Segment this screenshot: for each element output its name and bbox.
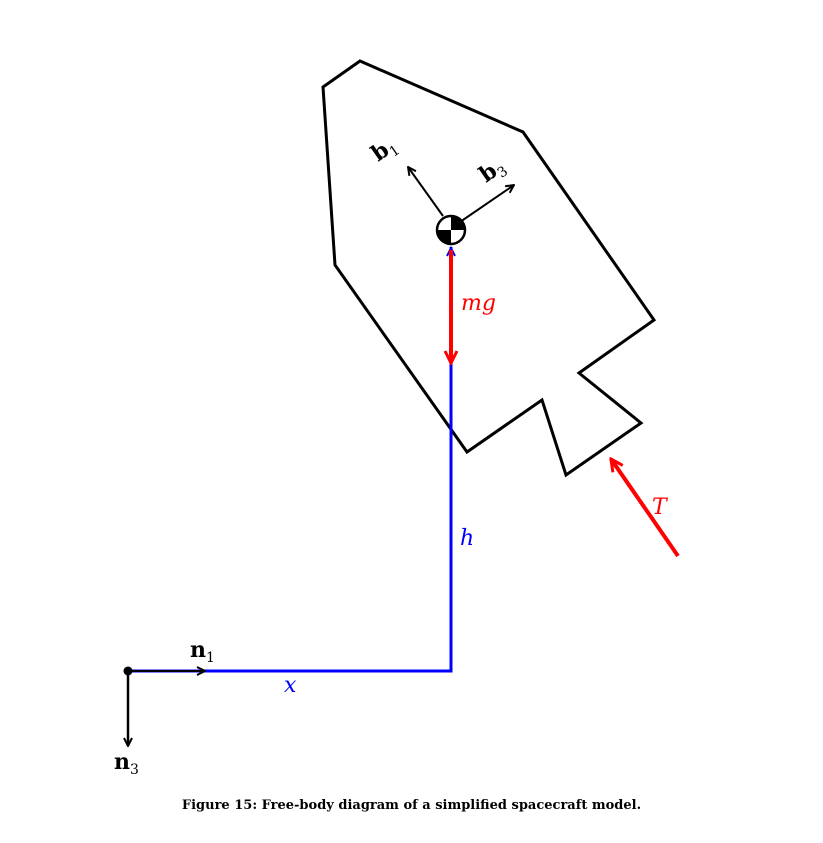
h-label: h <box>460 526 474 551</box>
figure-caption: Figure 15: Free-body diagram of a simpli… <box>181 798 642 813</box>
b3-label: b3 <box>475 153 512 191</box>
b1-vector <box>408 167 444 217</box>
b1-label: b1 <box>367 132 404 170</box>
n3-label: n3 <box>114 749 139 778</box>
x-label: x <box>284 673 297 698</box>
origin-point <box>123 666 133 676</box>
position-path <box>128 247 453 673</box>
t-label: T <box>652 495 669 520</box>
spacecraft-body <box>321 59 657 478</box>
thrust-force-arrow <box>611 459 680 558</box>
n1-label: n1 <box>190 637 215 666</box>
b3-vector <box>459 185 514 223</box>
center-of-mass-icon <box>435 214 467 246</box>
mg-label: mg <box>461 291 496 316</box>
